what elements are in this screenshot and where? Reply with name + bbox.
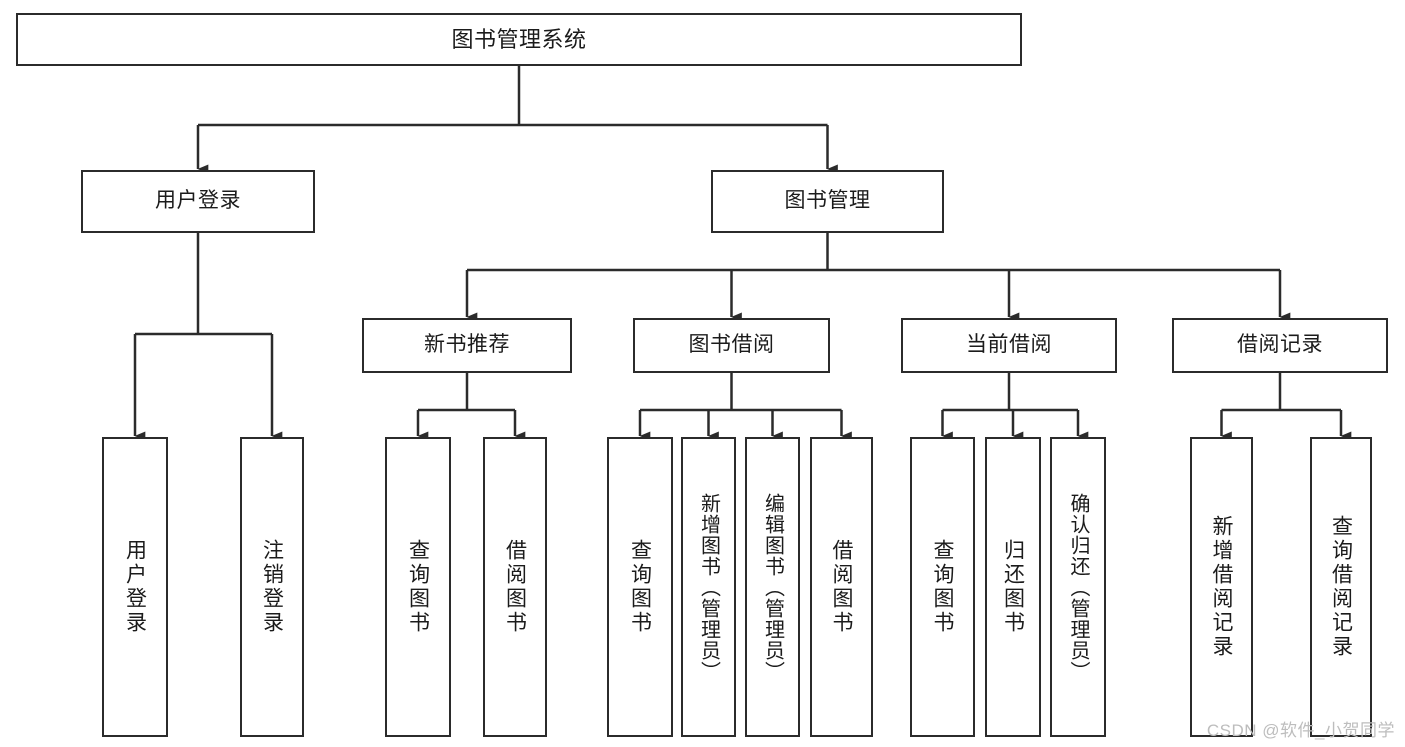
node-label: 归还图书 <box>1001 539 1025 635</box>
node-leaf-borrow-book-1[interactable]: 借阅图书 <box>483 437 547 737</box>
node-borrow-record[interactable]: 借阅记录 <box>1172 318 1388 373</box>
node-root[interactable]: 图书管理系统 <box>16 13 1022 66</box>
node-leaf-edit-book[interactable]: 编辑图书（管理员） <box>745 437 800 737</box>
node-label: 新增借阅记录 <box>1210 515 1233 659</box>
node-leaf-add-record[interactable]: 新增借阅记录 <box>1190 437 1253 737</box>
node-label: 查询图书 <box>628 539 652 635</box>
csdn-watermark: CSDN @软件_小贺同学 <box>1206 721 1395 740</box>
node-label: 图书借阅 <box>688 333 775 357</box>
node-label: 查询借阅记录 <box>1329 515 1353 659</box>
node-label: 查询图书 <box>931 539 954 635</box>
node-label: 图书管理 <box>784 189 871 213</box>
node-leaf-confirm-return[interactable]: 确认归还（管理员） <box>1050 437 1106 737</box>
node-label: 新增图书（管理员） <box>697 492 720 682</box>
node-label: 借阅图书 <box>503 539 527 635</box>
node-label: 用户登录 <box>123 539 147 635</box>
node-leaf-logout[interactable]: 注销登录 <box>240 437 304 737</box>
node-label: 当前借阅 <box>966 333 1052 357</box>
node-leaf-query-record[interactable]: 查询借阅记录 <box>1310 437 1372 737</box>
node-label: 编辑图书（管理员） <box>761 492 784 682</box>
node-user-login[interactable]: 用户登录 <box>81 170 315 233</box>
node-label: 查询图书 <box>406 539 430 635</box>
node-label: 用户登录 <box>155 189 241 213</box>
node-label: 确认归还（管理员） <box>1067 492 1089 682</box>
node-label: 新书推荐 <box>424 333 510 357</box>
node-leaf-borrow-book-2[interactable]: 借阅图书 <box>810 437 873 737</box>
node-book-management[interactable]: 图书管理 <box>711 170 944 233</box>
node-new-book-recommend[interactable]: 新书推荐 <box>362 318 572 373</box>
node-book-borrow[interactable]: 图书借阅 <box>633 318 830 373</box>
node-current-borrow[interactable]: 当前借阅 <box>901 318 1117 373</box>
node-leaf-query-book-3[interactable]: 查询图书 <box>910 437 975 737</box>
node-label: 借阅图书 <box>830 539 853 635</box>
node-label: 借阅记录 <box>1237 333 1323 357</box>
node-label: 注销登录 <box>260 539 284 635</box>
edge-paths <box>133 66 1352 441</box>
node-leaf-query-book-1[interactable]: 查询图书 <box>385 437 451 737</box>
node-leaf-add-book[interactable]: 新增图书（管理员） <box>681 437 736 737</box>
node-leaf-user-login[interactable]: 用户登录 <box>102 437 168 737</box>
node-leaf-return-book[interactable]: 归还图书 <box>985 437 1041 737</box>
node-label: 图书管理系统 <box>451 26 587 52</box>
node-leaf-query-book-2[interactable]: 查询图书 <box>607 437 673 737</box>
